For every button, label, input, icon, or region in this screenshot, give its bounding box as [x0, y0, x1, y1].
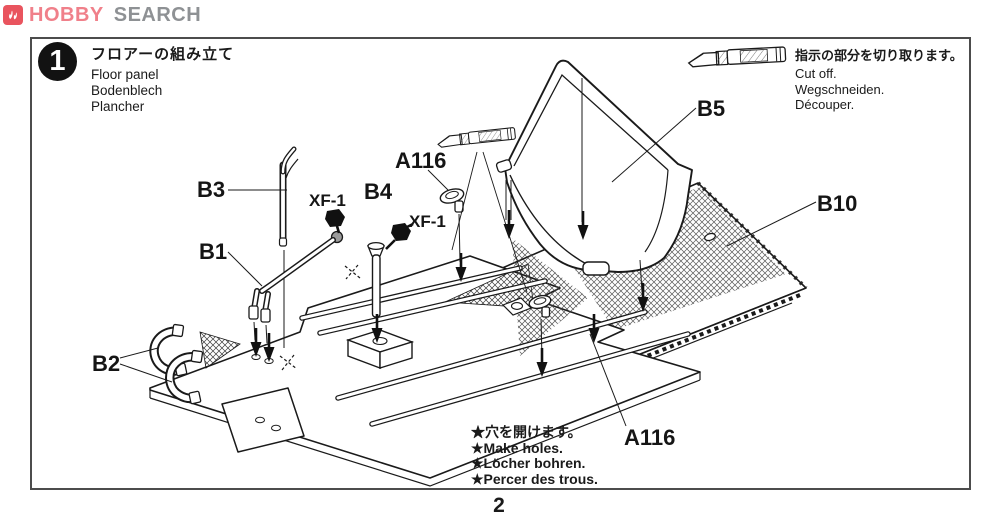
label-xf1-right: XF-1 [409, 212, 446, 231]
step-title-ja: フロアーの組み立て [91, 46, 235, 63]
part-b3-rod [278, 146, 299, 348]
flame-logo-icon [3, 5, 23, 25]
step-title-fr: Plancher [91, 99, 145, 114]
cut-note-en: Cut off. [795, 66, 837, 81]
label-a116-lower: A116 [624, 425, 675, 450]
holes-note-en: ★Make holes. [471, 439, 563, 456]
page-number: 2 [493, 494, 505, 517]
paint-xf1-dab-right [385, 222, 414, 250]
part-a116-clip-lower [528, 294, 552, 379]
hobby-knife-icon-small [436, 126, 517, 149]
cut-note-fr: Découper. [795, 97, 855, 112]
cut-off-note: 指示の部分を切り取ります。 Cut off. Wegschneiden. Déc… [795, 45, 963, 113]
label-b5: B5 [697, 96, 725, 121]
step-title-de: Bodenblech [91, 83, 163, 98]
label-b3: B3 [197, 177, 225, 202]
chassis-plate [149, 238, 701, 487]
knife-cut-leaders [451, 151, 528, 293]
label-b2: B2 [92, 351, 120, 376]
logo-text-search: SEARCH [113, 4, 202, 26]
make-hole-mark [279, 264, 361, 371]
step-header: 1 フロアーの組み立て Floor panel Bodenblech Planc… [38, 42, 234, 115]
holes-note-ja: ★穴を開けます。 [471, 424, 582, 440]
site-logo: HOBBY SEARCH [3, 5, 201, 25]
seat-insertion-guides [502, 78, 650, 345]
paint-xf1-dab-left [325, 209, 345, 234]
holes-note-de: ★Löcher bohren. [471, 455, 586, 471]
part-b4-lever [367, 241, 385, 345]
label-b1: B1 [199, 239, 227, 264]
part-b5-seat [495, 59, 693, 276]
holes-note-fr: ★Percer des trous. [471, 470, 598, 487]
chassis-rails [299, 265, 691, 427]
part-a116-clip-upper [439, 188, 468, 284]
label-xf1-left: XF-1 [309, 191, 346, 210]
step-title-en: Floor panel [91, 67, 159, 82]
label-a116-upper: A116 [395, 148, 446, 173]
flame-glyph [9, 10, 17, 20]
part-b1-linkage [248, 230, 344, 364]
cut-note-de: Wegschneiden. [795, 81, 885, 97]
step-number-badge: 1 [38, 42, 77, 81]
make-holes-note: ★穴を開けます。 ★Make holes. ★Löcher bohren. ★P… [471, 424, 598, 487]
step-titles: フロアーの組み立て Floor panel Bodenblech Planche… [91, 42, 234, 115]
label-b4: B4 [364, 179, 393, 204]
hobby-knife-icon [687, 46, 787, 68]
logo-text-hobby: HOBBY [29, 4, 104, 26]
gearbox-mount [345, 329, 415, 370]
label-b10: B10 [817, 191, 857, 216]
leader-lines [119, 107, 817, 427]
cut-note-ja: 指示の部分を切り取ります。 [795, 48, 963, 63]
